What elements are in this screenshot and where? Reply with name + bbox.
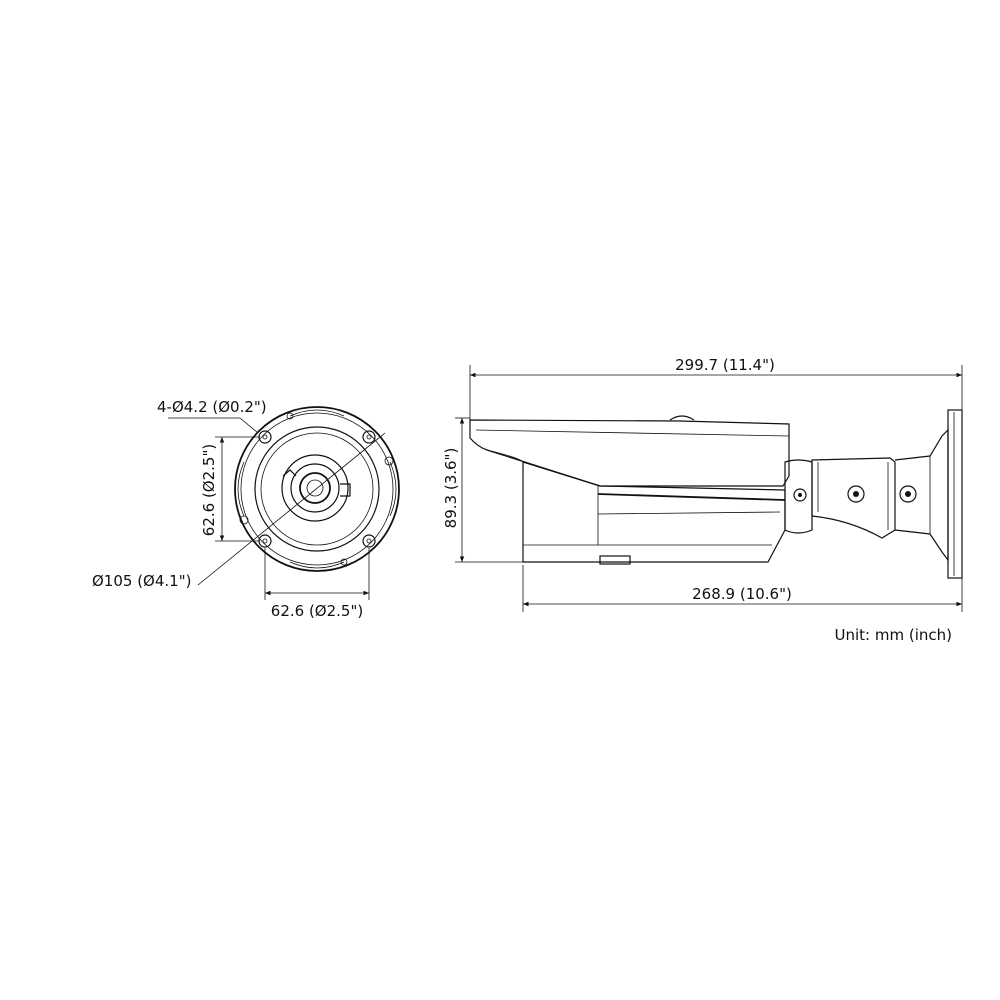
diameter-label: Ø105 (Ø4.1") [92, 572, 191, 590]
hole-leader [239, 417, 259, 434]
top-screw [669, 415, 695, 421]
sun-shield [469, 419, 790, 487]
bracket-knob-icon [899, 485, 917, 503]
bracket-knob-icon [847, 485, 865, 503]
overall-length-label: 299.7 (11.4") [675, 356, 775, 374]
mounting-hole-center [262, 434, 268, 440]
rear-screw-icon [793, 488, 807, 502]
unit-note: Unit: mm (inch) [835, 626, 952, 644]
mount-lug-left [237, 461, 245, 517]
hole-label: 4-Ø4.2 (Ø0.2") [157, 398, 267, 416]
wall-plate [947, 409, 963, 579]
mount-base-outer [234, 406, 400, 572]
sun-shield-line [475, 429, 790, 437]
ball-joint-nub [340, 483, 351, 497]
front-view: 4-Ø4.2 (Ø0.2") 62.6 (Ø2.5") Ø105 (Ø4.1")… [92, 398, 400, 620]
mounting-hole-center [366, 538, 372, 544]
body-front-curve [486, 449, 524, 463]
mount-lug-top [289, 409, 345, 417]
bottom-latch [599, 555, 631, 565]
mounting-hole-center [366, 434, 372, 440]
side-view: 299.7 (11.4") 89.3 (3.6") 268.9 (10.6") [442, 356, 963, 612]
rear-screw-center [798, 493, 802, 497]
bracket-knob-center [905, 491, 911, 497]
screw [286, 412, 294, 420]
mount-lug-bottom [289, 561, 345, 569]
vertical-spacing-label: 62.6 (Ø2.5") [200, 444, 218, 536]
ball-joint-ring [290, 463, 340, 513]
mount-ring-inner [260, 432, 374, 546]
bracket-knob-center [853, 491, 859, 497]
bracket-neck [894, 428, 949, 562]
screw [239, 515, 249, 525]
bracket-arm [811, 457, 896, 539]
mount-base-inner [240, 412, 394, 566]
height-label: 89.3 (3.6") [442, 448, 460, 529]
body-length-label: 268.9 (10.6") [692, 585, 792, 603]
mounting-hole [362, 534, 376, 548]
mount-lug-right [389, 461, 397, 517]
ball-joint-outer [281, 454, 349, 522]
mounting-hole-center [262, 538, 268, 544]
mounting-hole [362, 430, 376, 444]
mounting-hole [258, 534, 272, 548]
screw [384, 456, 394, 466]
diameter-leader [197, 432, 386, 586]
ball-joint-core [299, 472, 331, 504]
screw [340, 558, 348, 566]
rear-cap [784, 459, 813, 534]
body-stripe [597, 493, 786, 501]
body-seam [597, 511, 781, 515]
mounting-hole [258, 430, 272, 444]
ball-joint-center [306, 479, 324, 497]
mount-ring [254, 426, 380, 552]
horizontal-spacing-label: 62.6 (Ø2.5") [271, 602, 363, 620]
ball-joint-nub [282, 469, 297, 477]
